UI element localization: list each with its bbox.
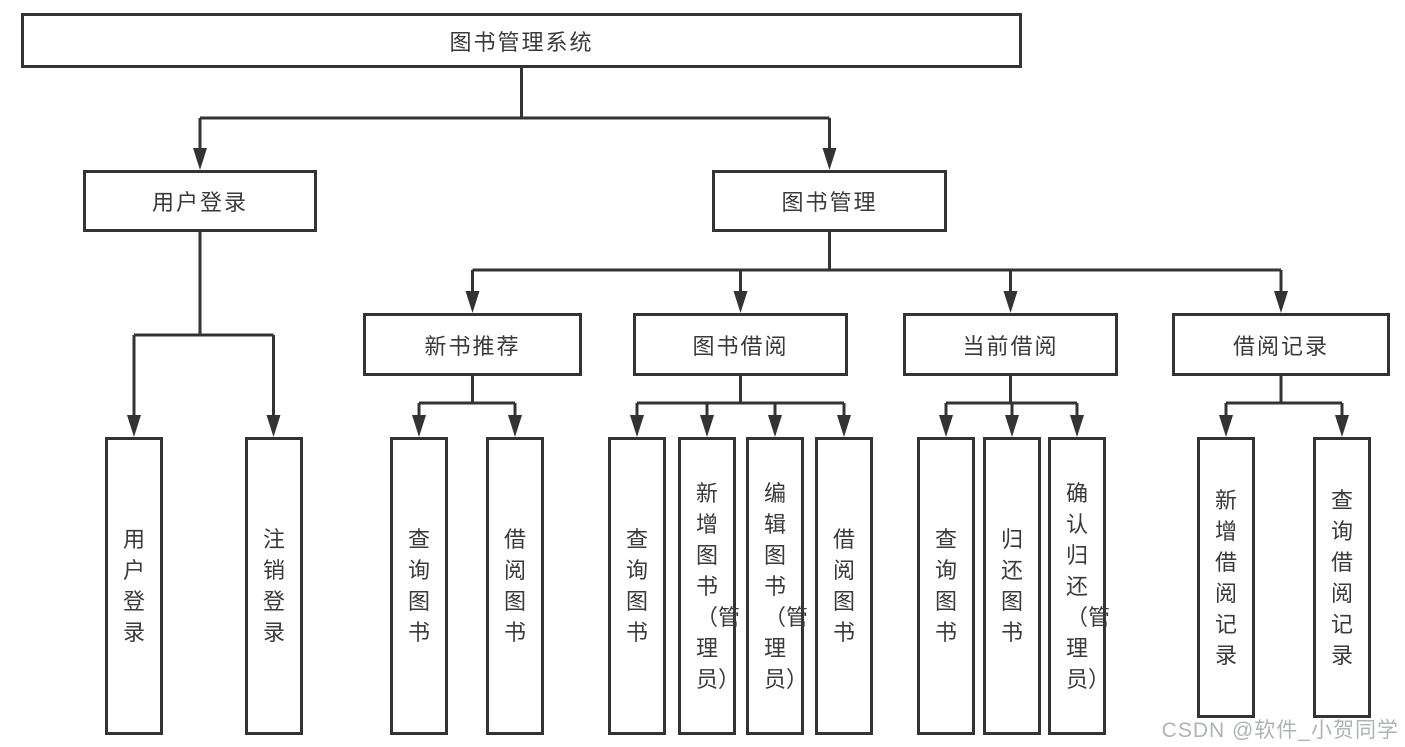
leaf-newbook-query-books: 查询图书: [390, 437, 448, 735]
node-current-borrow: 当前借阅: [903, 313, 1118, 376]
leaf-user-login: 用户登录: [105, 437, 163, 735]
node-label: 确认归还（管理员）: [1066, 480, 1111, 692]
leaf-records-query-record: 查询借阅记录: [1313, 437, 1371, 718]
node-label: 编辑图书（管理员）: [764, 480, 809, 692]
leaf-logout: 注销登录: [245, 437, 303, 735]
node-new-book-recommend: 新书推荐: [363, 313, 582, 376]
node-label: 新书推荐: [424, 333, 521, 359]
node-book-borrow: 图书借阅: [633, 313, 848, 376]
node-label: 查询借阅记录: [1331, 487, 1354, 668]
node-borrow-records: 借阅记录: [1172, 313, 1390, 376]
node-book-management: 图书管理: [712, 170, 947, 232]
arrowheads: [127, 148, 1349, 437]
node-label: 图书管理: [781, 190, 878, 215]
node-label: 查询图书: [626, 527, 649, 645]
leaf-current-return-books: 归还图书: [983, 437, 1041, 735]
leaf-borrow-query-books: 查询图书: [608, 437, 666, 735]
leaf-current-query-books: 查询图书: [917, 437, 975, 735]
node-label: 用户登录: [151, 190, 248, 215]
node-label: 归还图书: [1001, 527, 1024, 645]
node-label: 用户登录: [123, 527, 146, 645]
node-label: 新增图书（管理员）: [696, 480, 741, 692]
node-label: 图书借阅: [692, 333, 789, 359]
node-user-login: 用户登录: [83, 170, 317, 232]
node-label: 图书管理系统: [449, 29, 594, 55]
leaf-current-confirm-return-admin: 确认归还（管理员）: [1048, 437, 1111, 735]
node-label: 借阅记录: [1232, 333, 1329, 359]
node-label: 查询图书: [935, 527, 958, 645]
leaf-newbook-borrow-books: 借阅图书: [486, 437, 544, 735]
node-label: 查询图书: [408, 527, 431, 645]
node-label: 新增借阅记录: [1215, 487, 1238, 668]
node-label: 借阅图书: [833, 527, 856, 645]
node-label: 借阅图书: [504, 527, 527, 645]
leaf-borrow-edit-books-admin: 编辑图书（管理员）: [746, 437, 809, 735]
node-label: 注销登录: [263, 527, 286, 645]
csdn-watermark: CSDN @软件_小贺同学: [1161, 719, 1399, 742]
leaf-borrow-borrow-books: 借阅图书: [815, 437, 873, 735]
node-library-system: 图书管理系统: [21, 13, 1022, 68]
node-label: 当前借阅: [962, 333, 1059, 359]
leaf-borrow-add-books-admin: 新增图书（管理员）: [678, 437, 741, 735]
leaf-records-add-record: 新增借阅记录: [1197, 437, 1255, 718]
